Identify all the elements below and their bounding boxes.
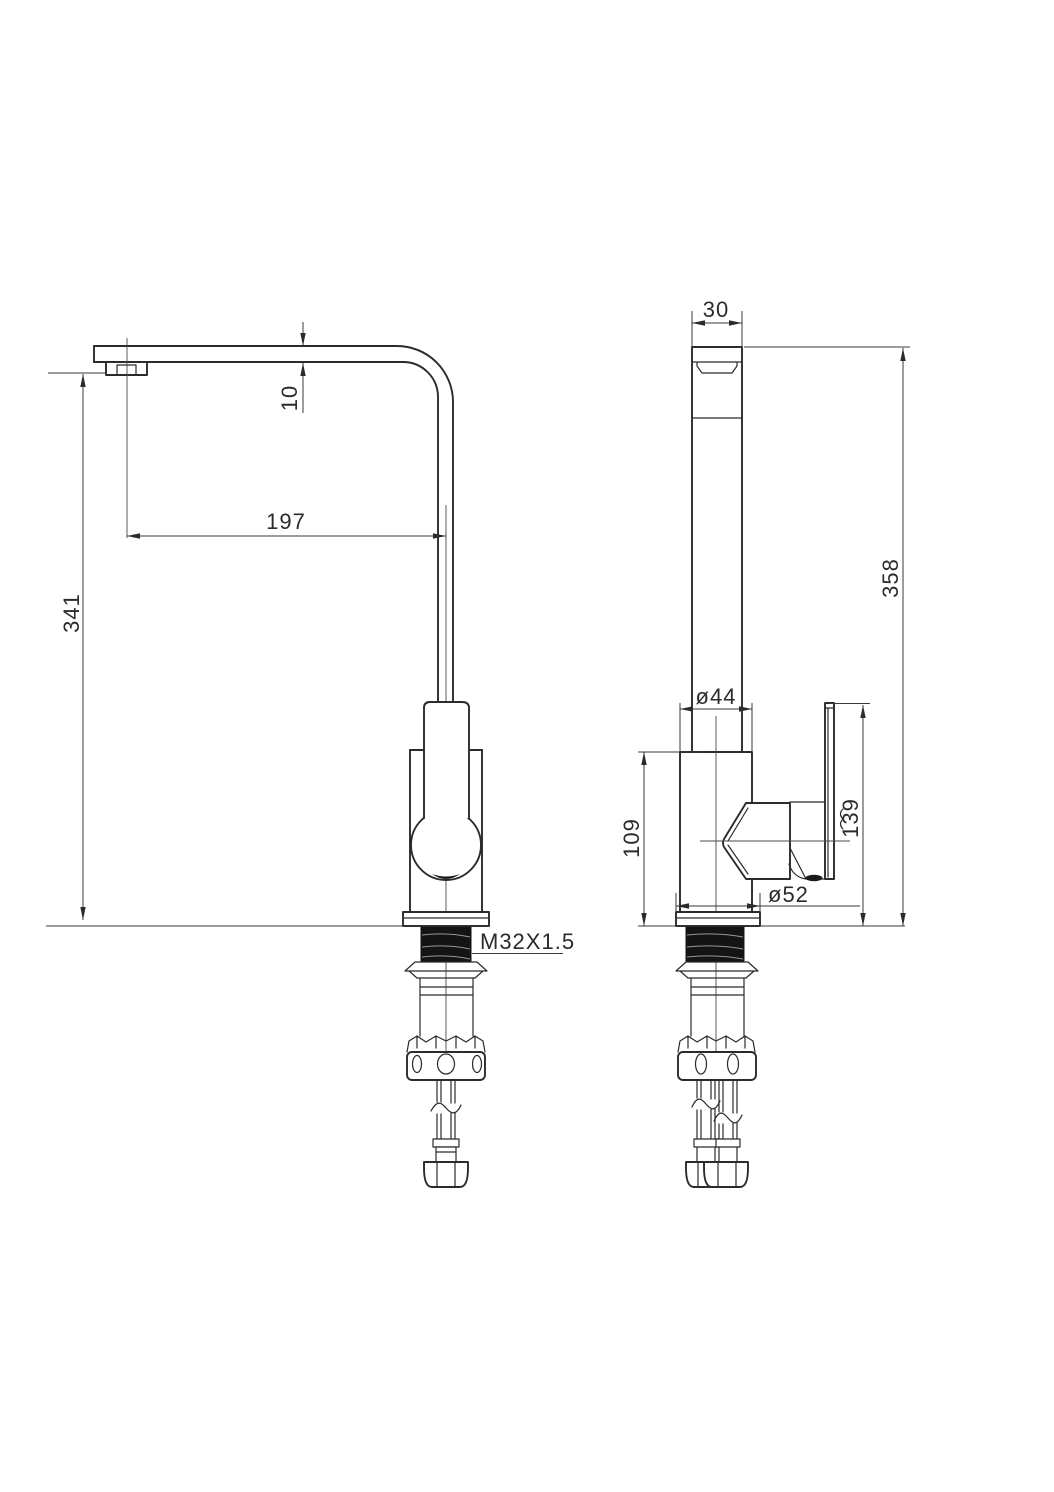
dim-body-diameter: ø44 [679, 684, 753, 752]
hose-lines [436, 1079, 456, 1140]
handle-pin-arcs [839, 808, 844, 830]
dim-base-diameter: ø52 [675, 882, 860, 912]
dim-spout-thickness: 10 [277, 322, 306, 413]
column-front [691, 346, 743, 753]
dim-overall-height: 358 [744, 346, 910, 926]
hose-break-symbol [430, 1102, 462, 1114]
hose-left-break [691, 1098, 721, 1110]
cone-washer-front [675, 961, 759, 979]
spout-outline [93, 345, 454, 703]
thread-spec-text: M32X1.5 [480, 929, 575, 954]
dim-text-deck-to-shoulder: 109 [619, 818, 644, 858]
handle-lever [824, 702, 835, 880]
nut-slot-right-side [471, 1054, 483, 1074]
column-cap-detail [691, 361, 743, 419]
mounting-front [675, 911, 761, 1081]
dim-spout-width: 30 [691, 297, 743, 347]
ball-joint [410, 809, 482, 881]
thread-callout: M32X1.5 [472, 929, 575, 954]
dim-text-body-diameter: ø44 [696, 684, 737, 709]
hose-left-collar [693, 1138, 719, 1163]
mounting-side [402, 911, 490, 1081]
spout-outer-line [93, 345, 454, 703]
sleeve-front [690, 977, 745, 1037]
dim-handle-height: 139 [830, 703, 870, 926]
crown-side [406, 1035, 486, 1053]
dim-deck-to-shoulder: 109 [619, 751, 700, 926]
hex-right-facets [717, 1161, 737, 1187]
column-outline [691, 346, 743, 753]
spout-inner-line [93, 361, 439, 703]
body-side [409, 701, 483, 913]
handle-lever-detail [824, 707, 835, 878]
thread-texture [421, 933, 471, 960]
handle-socket [788, 801, 827, 880]
side-view: 10 197 341 M32X1.5 [46, 322, 575, 1188]
dim-spout-reach: 197 [127, 509, 446, 539]
hex-facets-side [436, 1161, 456, 1187]
hex-nut-side [423, 1161, 469, 1188]
crown-front [677, 1035, 756, 1053]
supply-hose-side [423, 1079, 469, 1188]
base-plate-front [675, 911, 761, 927]
lever-end-dot [805, 874, 823, 882]
ball-shade-arc [432, 874, 460, 879]
supply-hoses-front [685, 1079, 749, 1188]
dim-text-spout-thickness: 10 [277, 385, 302, 411]
nut-center-hole-side [436, 1053, 456, 1075]
hose-left-lines [696, 1079, 716, 1140]
nut-slot-right-front [726, 1053, 740, 1075]
aerator-inner [116, 364, 137, 376]
aerator-outer [105, 361, 148, 376]
mount-nut-front [677, 1051, 757, 1081]
hose-collar [432, 1138, 460, 1148]
dim-spout-height: 341 [46, 372, 489, 927]
housing-sides [409, 749, 483, 913]
hose-right-lines [718, 1079, 738, 1140]
dim-text-handle-height: 139 [838, 798, 863, 838]
hex-nut-right-front [703, 1161, 749, 1188]
base-plate-side [402, 911, 490, 927]
cone-washer-side [404, 961, 488, 979]
hose-right-collar [715, 1138, 741, 1163]
hose-right-break [713, 1112, 743, 1124]
front-view: 30 ø44 109 139 358 [619, 297, 910, 1188]
mount-nut-side [406, 1051, 486, 1081]
valve-and-handle [700, 702, 850, 882]
valve-joint-inner-lines [727, 807, 749, 875]
nut-slot-left-side [411, 1054, 423, 1074]
nut-slot-left-front [694, 1053, 708, 1075]
dim-text-overall-height: 358 [878, 558, 903, 598]
neck [423, 701, 470, 819]
dim-text-spout-reach: 197 [266, 509, 306, 534]
thread-texture-front [686, 933, 744, 960]
dim-text-spout-width: 30 [703, 297, 729, 322]
sleeve-side [419, 977, 474, 1037]
dim-text-base-diameter: ø52 [768, 882, 809, 907]
dim-text-spout-height: 341 [59, 593, 84, 633]
hose-ferrule [435, 1146, 457, 1163]
